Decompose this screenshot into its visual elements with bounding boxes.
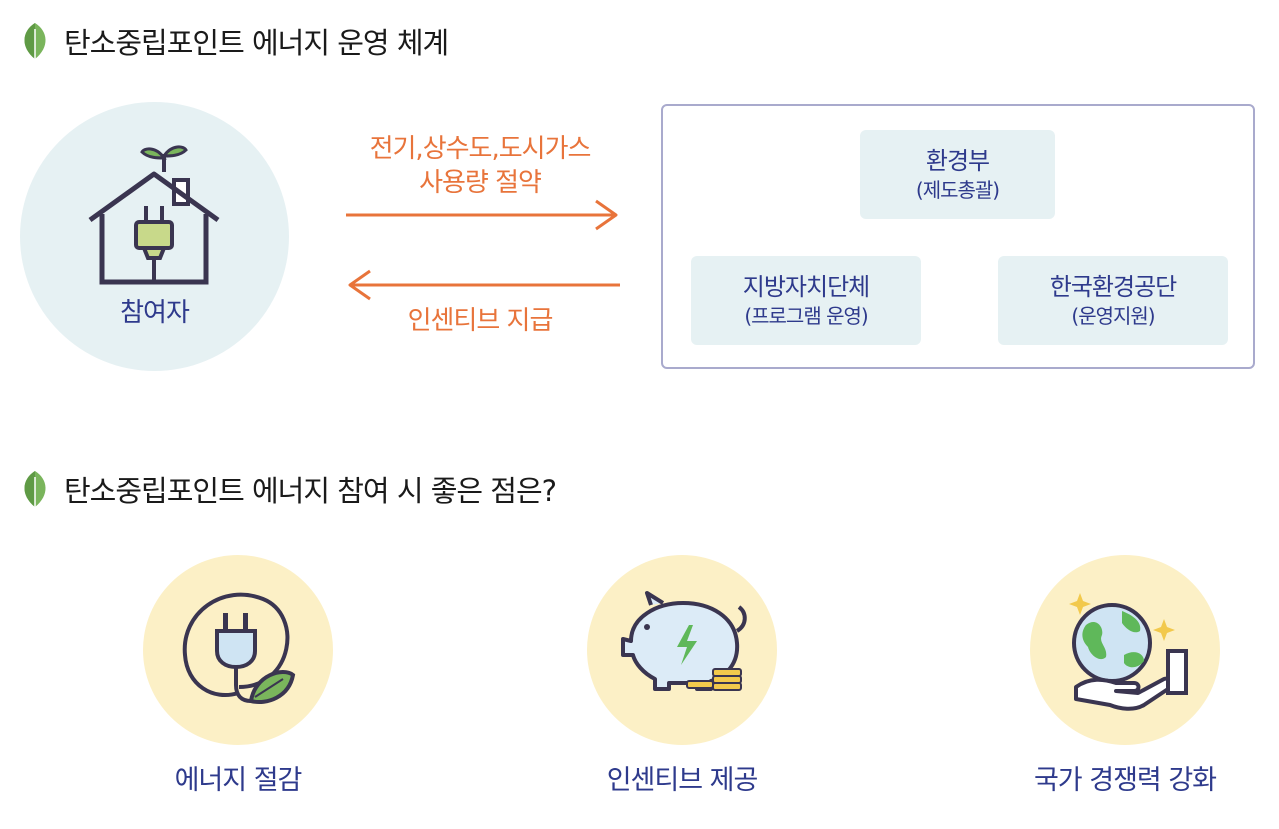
participant-label: 참여자 <box>120 298 190 328</box>
arrow-right-icon <box>346 199 618 231</box>
benefit-circle-competitiveness <box>1030 555 1220 745</box>
org-name: 환경부 <box>925 146 990 175</box>
benefit-label: 에너지 절감 <box>174 765 303 796</box>
organization-box: 환경부 (제도총괄) 지방자치단체 (프로그램 운영) 한국환경공단 (운영지원… <box>661 104 1255 369</box>
arrow-left-icon <box>348 269 620 301</box>
benefit-label: 인센티브 제공 <box>606 765 759 796</box>
participant-circle: 참여자 <box>20 102 289 371</box>
piggy-bank-icon <box>621 591 747 691</box>
leaf-icon <box>24 471 46 507</box>
section-heading-operation: 탄소중립포인트 에너지 운영 체계 <box>18 20 449 62</box>
org-role: (제도총괄) <box>915 177 1000 202</box>
saving-flow-line2: 사용량 절약 <box>419 168 542 198</box>
incentive-flow-text: 인센티브 지급 <box>407 306 554 336</box>
plug-leaf-icon <box>182 592 296 704</box>
benefit-label: 국가 경쟁력 강화 <box>1033 765 1217 796</box>
org-role: (프로그램 운영) <box>744 303 868 328</box>
section-heading-benefits: 탄소중립포인트 에너지 참여 시 좋은 점은? <box>18 468 557 510</box>
benefit-circle-energy <box>143 555 333 745</box>
saving-flow-line1: 전기,상수도,도시가스 <box>369 134 592 164</box>
org-card-environment-corporation: 한국환경공단 (운영지원) <box>998 256 1228 345</box>
saving-flow-text: 전기,상수도,도시가스 사용량 절약 <box>330 132 630 200</box>
benefit-circle-incentive <box>587 555 777 745</box>
section-title: 탄소중립포인트 에너지 참여 시 좋은 점은? <box>64 474 557 508</box>
org-name: 한국환경공단 <box>1049 272 1177 301</box>
org-name: 지방자치단체 <box>742 272 870 301</box>
org-role: (운영지원) <box>1071 303 1155 328</box>
org-card-local-government: 지방자치단체 (프로그램 운영) <box>691 256 921 345</box>
section-title: 탄소중립포인트 에너지 운영 체계 <box>64 26 449 60</box>
org-card-ministry: 환경부 (제도총괄) <box>860 130 1055 219</box>
globe-hand-icon <box>1069 593 1188 711</box>
house-plug-icon <box>88 145 220 285</box>
leaf-icon <box>24 23 46 59</box>
